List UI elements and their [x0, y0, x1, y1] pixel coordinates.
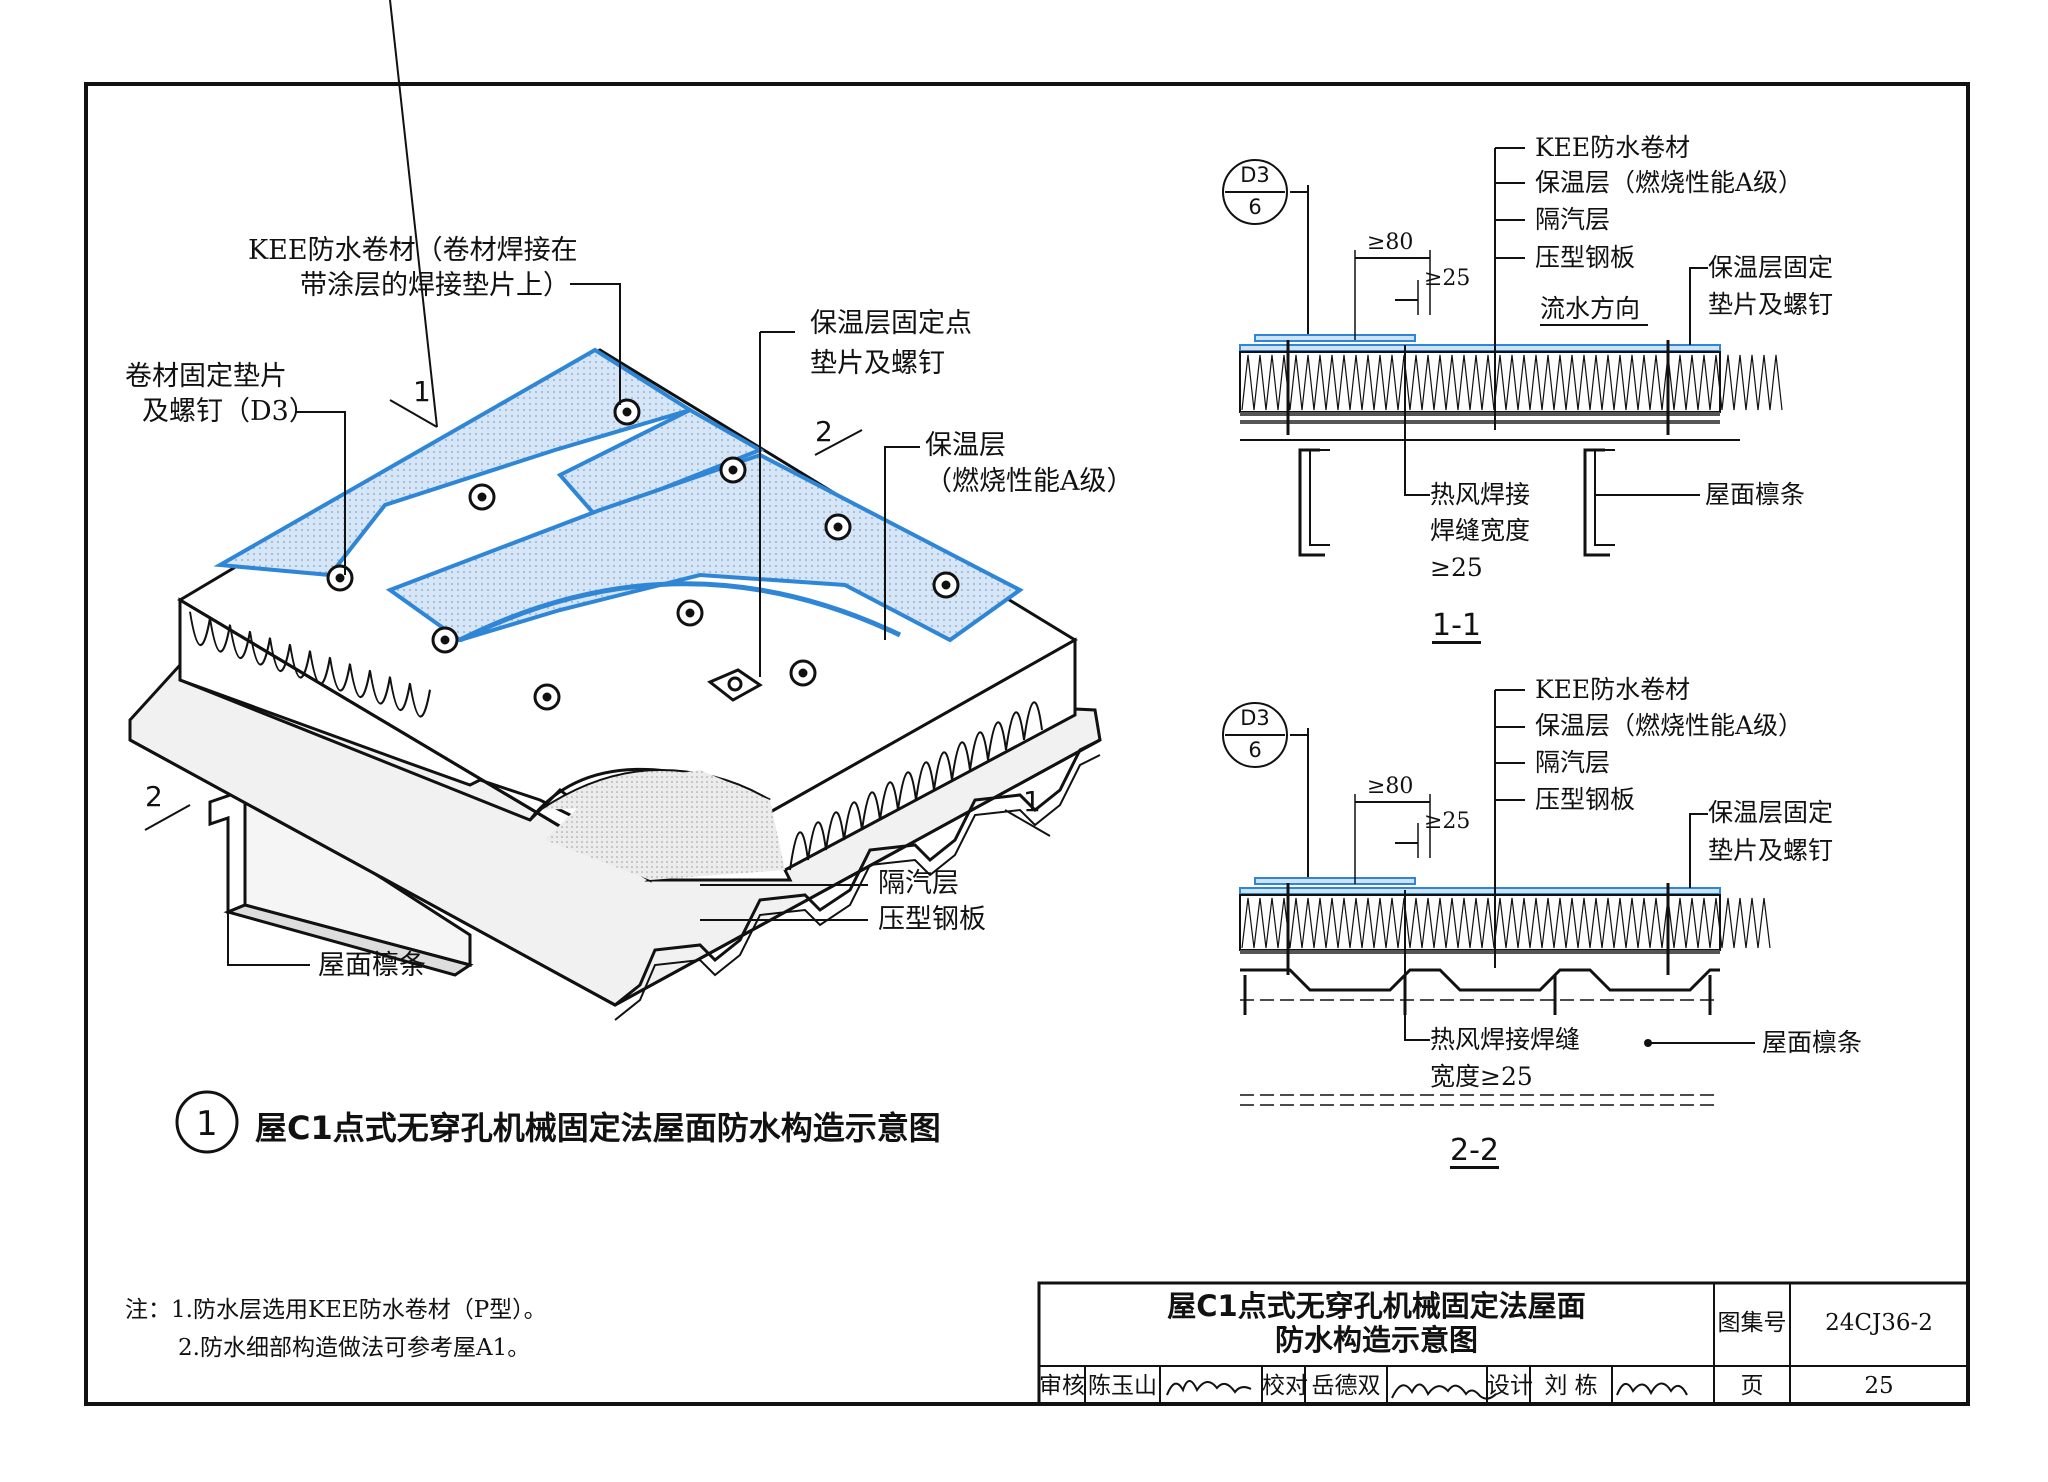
section-mark-2-top: 2 — [815, 415, 833, 448]
review-label: 审核 — [1039, 1373, 1085, 1399]
sec22-fixing-line2: 垫片及螺钉 — [1708, 836, 1834, 865]
section-1-1 — [1222, 147, 1783, 557]
sec11-dim-gap: ≥25 — [1424, 266, 1471, 291]
sec11-layer-kee: KEE防水卷材 — [1535, 133, 1691, 162]
section-title-2-2: 2-2 — [1450, 1133, 1499, 1168]
page-number: 25 — [1864, 1373, 1894, 1399]
sec11-flow-direction: 流水方向 — [1540, 294, 1641, 323]
sec22-purlin: 屋面檩条 — [1762, 1028, 1863, 1057]
sec11-fixing-line2: 垫片及螺钉 — [1708, 290, 1834, 319]
title-block-grid — [1037, 1281, 1970, 1406]
sec22-weld-line2: 宽度≥25 — [1430, 1062, 1533, 1091]
note-2: 2.防水细部构造做法可参考屋A1。 — [178, 1335, 531, 1361]
sec11-layer-vapor: 隔汽层 — [1535, 205, 1611, 234]
sec22-dim-gap: ≥25 — [1424, 809, 1471, 834]
label-ins-point-line1: 保温层固定点 — [810, 308, 972, 339]
sec22-dim-overlap: ≥80 — [1367, 774, 1414, 799]
label-steel-deck: 压型钢板 — [878, 904, 986, 935]
label-fix-pad-line1: 卷材固定垫片 — [125, 361, 287, 392]
sec11-weld-line3: ≥25 — [1430, 553, 1483, 582]
title-block-title-line2: 防水构造示意图 — [1274, 1323, 1478, 1357]
sec11-weld-line1: 热风焊接 — [1430, 480, 1531, 509]
page-label: 页 — [1740, 1373, 1764, 1399]
section-mark-1-bottom: 1 — [1023, 785, 1041, 818]
label-insulation-line2: （燃烧性能A级） — [925, 466, 1134, 497]
note-1: 注：1.防水层选用KEE防水卷材（P型）。 — [125, 1297, 547, 1323]
iso-fastener-pads — [326, 398, 960, 711]
sec22-layer-vapor: 隔汽层 — [1535, 748, 1611, 777]
label-ins-point-line2: 垫片及螺钉 — [810, 348, 945, 379]
caption-number-circle — [175, 1090, 239, 1154]
label-kee-line1: KEE防水卷材（卷材焊接在 — [248, 235, 578, 266]
detail-ref-2-top: D3 — [1240, 706, 1270, 730]
sec11-layer-deck: 压型钢板 — [1535, 243, 1636, 272]
sec11-purlin: 屋面檩条 — [1705, 480, 1806, 509]
designer-name: 刘 栋 — [1544, 1373, 1598, 1399]
design-label: 设计 — [1487, 1373, 1533, 1399]
iso-membrane — [213, 347, 1024, 643]
label-kee-line2: 带涂层的焊接垫片上） — [300, 270, 570, 301]
sec22-layer-deck: 压型钢板 — [1535, 785, 1636, 814]
sec11-fixing-line1: 保温层固定 — [1708, 253, 1834, 282]
caption-number: 1 — [196, 1104, 218, 1144]
drawing-frame — [84, 82, 1970, 1406]
iso-leaders — [144, 0, 1051, 966]
detail-ref-2-bottom: 6 — [1248, 738, 1262, 762]
detail-ref-1-bottom: 6 — [1248, 195, 1262, 219]
sec11-layer-insulation: 保温层（燃烧性能A级） — [1535, 168, 1804, 197]
sec22-fixing-line1: 保温层固定 — [1708, 798, 1834, 827]
atlas-label: 图集号 — [1717, 1310, 1787, 1336]
sec11-weld-line2: 焊缝宽度 — [1430, 516, 1531, 545]
label-vapor-barrier: 隔汽层 — [878, 868, 959, 899]
caption-title: 屋C1点式无穿孔机械固定法屋面防水构造示意图 — [255, 1109, 941, 1147]
checker-name: 岳德双 — [1311, 1373, 1381, 1399]
section-mark-1-top: 1 — [413, 375, 431, 408]
section-title-1-1: 1-1 — [1432, 608, 1481, 643]
section-2-2 — [1222, 689, 1771, 1106]
sec22-layer-kee: KEE防水卷材 — [1535, 675, 1691, 704]
signatures — [1166, 1380, 1688, 1400]
label-insulation-line1: 保温层 — [925, 430, 1006, 461]
detail-ref-1-top: D3 — [1240, 163, 1270, 187]
atlas-number: 24CJ36-2 — [1825, 1310, 1933, 1336]
reviewer-name: 陈玉山 — [1088, 1373, 1157, 1399]
check-label: 校对 — [1262, 1373, 1308, 1399]
sec22-weld-line1: 热风焊接焊缝 — [1430, 1025, 1581, 1054]
sec11-dim-overlap: ≥80 — [1367, 230, 1414, 255]
title-block-title: 屋C1点式无穿孔机械固定法屋面 防水构造示意图 — [1039, 1283, 1714, 1371]
label-fix-pad-line2: 及螺钉（D3） — [142, 396, 316, 427]
section-mark-2-bottom: 2 — [145, 780, 163, 813]
label-purlin: 屋面檩条 — [318, 950, 426, 981]
sec22-layer-insulation: 保温层（燃烧性能A级） — [1535, 711, 1804, 740]
title-block-title-line1: 屋C1点式无穿孔机械固定法屋面 — [1167, 1289, 1586, 1323]
